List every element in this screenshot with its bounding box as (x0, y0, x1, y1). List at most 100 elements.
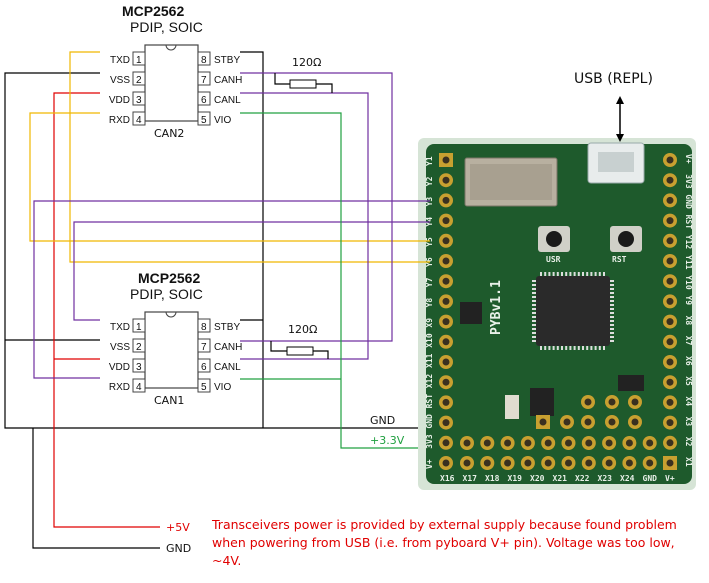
header-hole (563, 418, 571, 426)
pin-label: VDD (109, 95, 130, 106)
left-pin-label: Y5 (425, 237, 434, 247)
bottom-pin-label: X19 (508, 474, 523, 483)
header-hole (442, 196, 450, 204)
pin-number: 3 (136, 362, 142, 373)
pin-label: VSS (110, 342, 130, 353)
header-hole (483, 439, 491, 447)
header-hole (565, 439, 572, 447)
mcu-lead (556, 272, 559, 276)
mcu-lead (532, 324, 536, 326)
resistor-2-lead-a (270, 341, 287, 352)
left-pin-label: GND (425, 414, 434, 429)
chip-can2-name: CAN2 (154, 127, 184, 140)
bottom-pin-label: V+ (665, 474, 675, 483)
bottom-pin-label: X23 (598, 474, 613, 483)
bottom-pin-label: X17 (463, 474, 478, 483)
header-hole (442, 217, 450, 225)
right-pin-label: X3 (684, 417, 693, 427)
mcu-lead (532, 292, 536, 294)
usb-port (598, 152, 634, 172)
mcu-lead (610, 308, 614, 310)
left-pin-label: RST (425, 394, 434, 409)
usb-arrow-up-icon (616, 96, 624, 104)
bottom-pin-label: X21 (553, 474, 568, 483)
mcu-lead (540, 346, 542, 350)
bottom-pin-label: X16 (440, 474, 455, 483)
header-hole (544, 439, 552, 447)
resistor-1 (289, 79, 317, 89)
pin-label: TXD (110, 55, 130, 66)
rst-button-label: RST (612, 255, 627, 264)
pin-number: 3 (136, 95, 142, 106)
pin-number: 1 (136, 322, 142, 333)
mcu-lead (548, 346, 551, 350)
left-pin-label: V+ (425, 459, 434, 469)
right-pin-label: Y9 (684, 295, 693, 305)
pin-label: TXD (110, 322, 130, 333)
usr-button-label: USR (546, 255, 561, 264)
mcu-lead (552, 346, 555, 350)
header-hole (442, 156, 450, 164)
pin-number: 5 (201, 115, 207, 126)
board-name: PYBv1.1 (489, 280, 504, 335)
inner-header (536, 395, 642, 429)
resistor-2-label: 120Ω (288, 323, 317, 336)
mcu-lead (540, 272, 542, 276)
left-pin-label: X11 (425, 353, 434, 368)
net-label-5v: +5V (166, 521, 190, 534)
pin-number: 6 (201, 95, 207, 106)
header-hole (666, 358, 674, 366)
right-header (663, 153, 677, 470)
right-pin-label: X2 (684, 437, 693, 447)
mcu-lead (561, 272, 563, 276)
pin-label: VIO (214, 115, 231, 126)
mcu-lead (610, 300, 614, 302)
left-pin-label: X12 (425, 374, 434, 389)
mcu-lead (532, 328, 536, 330)
mcu-lead (569, 346, 572, 350)
header-hole (524, 459, 532, 467)
mcu-lead (610, 292, 614, 294)
pin-label: CANH (214, 75, 242, 86)
mcu-lead (610, 332, 614, 334)
header-hole (666, 459, 674, 467)
mcu-lead (594, 346, 597, 350)
mcu-lead (544, 272, 547, 276)
header-hole (442, 297, 450, 305)
mcu-lead (610, 328, 614, 330)
mcu-lead (610, 324, 614, 326)
bottom-pin-label: X22 (575, 474, 590, 483)
mcu-lead (598, 346, 601, 350)
pin-number: 5 (201, 382, 207, 393)
resistor-2-lead-b (313, 350, 329, 359)
pin-label: CANL (214, 95, 241, 106)
bottom-pin-label: X20 (530, 474, 545, 483)
header-hole (483, 459, 491, 467)
wire-can2-txd (69, 51, 430, 263)
mcu-lead (577, 346, 580, 350)
left-pin-label: Y7 (425, 277, 434, 287)
pin-label: RXD (109, 115, 130, 126)
net-label-gnd-board: GND (370, 414, 395, 427)
mcu-lead (610, 320, 614, 322)
header-hole (442, 318, 450, 326)
regulator (530, 388, 554, 416)
pin-number: 7 (201, 342, 207, 353)
mcu-lead (573, 346, 576, 350)
header-hole (584, 398, 592, 406)
pin-number: 2 (136, 75, 142, 86)
header-hole (442, 358, 450, 366)
pin-number: 4 (136, 382, 142, 393)
right-pin-label: X1 (684, 457, 693, 467)
mcu-lead (532, 340, 536, 342)
resistor-1-lead-b (316, 83, 333, 93)
header-hole (605, 439, 613, 447)
mcu-lead (610, 280, 614, 282)
header-hole (646, 439, 654, 447)
header-hole (442, 439, 450, 447)
pin-number: 2 (136, 342, 142, 353)
resistor-1-lead-a (274, 73, 290, 85)
